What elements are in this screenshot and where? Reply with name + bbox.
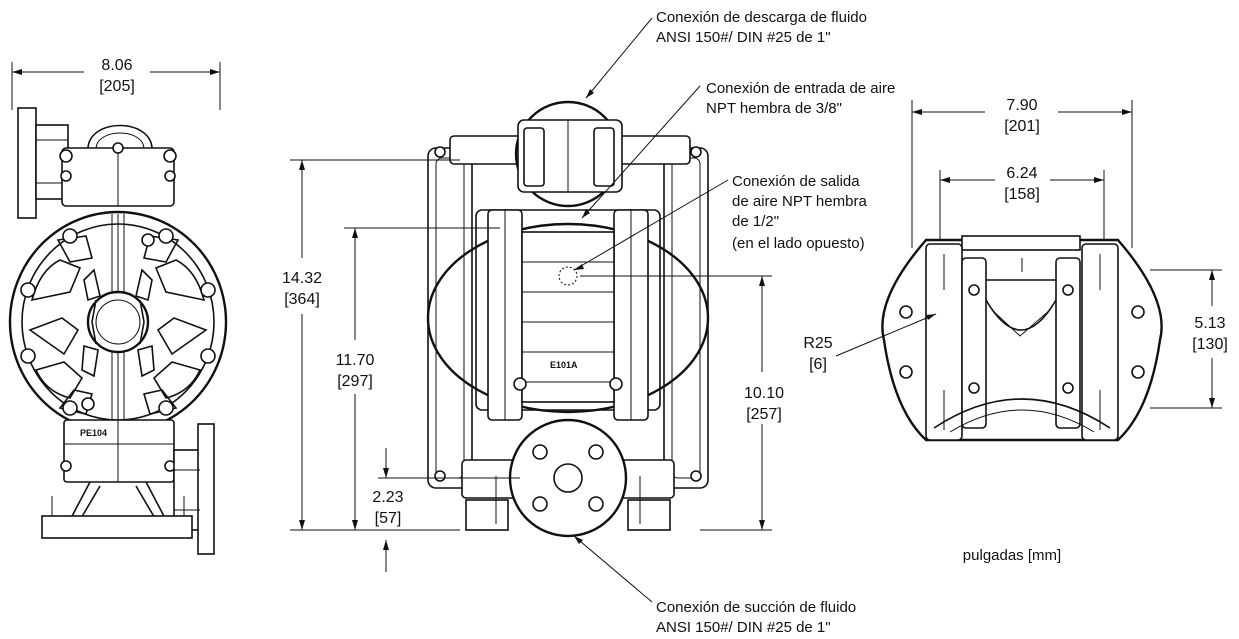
air-inlet-label-line1: Conexión de entrada de aire <box>706 80 895 97</box>
top-width-inch: 7.90 <box>1006 97 1037 114</box>
callout-discharge: Conexión de descarga de fluido ANSI 150#… <box>585 9 867 99</box>
callout-suction: Conexión de succión de fluido ANSI 150#/… <box>573 535 856 636</box>
top-bolts <box>899 284 1145 394</box>
suction-label-line2: ANSI 150#/ DIN #25 de 1" <box>656 619 831 636</box>
side-top-bolts <box>59 142 177 182</box>
dimension-overall-height: 14.32 [364] <box>282 159 460 531</box>
air-outlet-label-line2: de aire NPT hembra <box>732 193 867 210</box>
inner-height-inch: 11.70 <box>336 352 375 369</box>
dimension-side-width: 8.06 [205] <box>11 57 221 110</box>
side-view: 8.06 [205] <box>8 57 228 555</box>
dimension-inlet-height: 2.23 [57] <box>372 448 520 572</box>
side-top-flange <box>17 107 69 219</box>
outlet-height-inch: 10.10 <box>744 385 784 402</box>
dimension-top-width: 7.90 [201] <box>911 97 1133 248</box>
callout-air-outlet: Conexión de salida de aire NPT hembra de… <box>573 173 867 271</box>
air-outlet-label-line3: de 1/2" <box>732 213 779 230</box>
air-inlet-label-line2: NPT hembra de 3/8" <box>706 100 842 117</box>
top-width-mm: [201] <box>1004 118 1040 135</box>
radius-mm: [6] <box>809 356 827 373</box>
top-height-inch: 5.13 <box>1194 315 1225 332</box>
discharge-label-line2: ANSI 150#/ DIN #25 de 1" <box>656 29 831 46</box>
front-view: E101A 14.32 <box>282 100 784 572</box>
overall-height-mm: [364] <box>284 291 320 308</box>
side-stand <box>41 481 193 539</box>
side-perimeter-bolts <box>20 228 216 416</box>
top-view: 7.90 [201] 6.24 [158] <box>803 97 1227 564</box>
top-inner-width-inch: 6.24 <box>1006 165 1037 182</box>
air-outlet-label-line1: Conexión de salida <box>732 173 860 190</box>
outlet-height-mm: [257] <box>746 406 782 423</box>
air-outlet-label-line4: (en el lado opuesto) <box>732 235 865 252</box>
top-inner-width-mm: [158] <box>1004 186 1040 203</box>
dimension-outlet-height: 10.10 [257] <box>580 275 784 531</box>
suction-label-line1: Conexión de succión de fluido <box>656 599 856 616</box>
inlet-height-mm: [57] <box>375 510 402 527</box>
overall-height-inch: 14.32 <box>282 270 322 287</box>
units-note: pulgadas [mm] <box>963 547 1061 564</box>
side-center-hub <box>86 290 150 354</box>
side-width-inch: 8.06 <box>101 57 132 74</box>
inner-height-mm: [297] <box>337 373 373 390</box>
radius-inch: R25 <box>803 335 832 352</box>
inlet-height-inch: 2.23 <box>372 489 403 506</box>
dimension-top-height: 5.13 [130] <box>1150 269 1228 409</box>
dimension-radius: R25 [6] <box>803 313 937 373</box>
side-width-mm: [205] <box>99 78 135 95</box>
dimension-inner-height: 11.70 [297] <box>336 227 500 530</box>
discharge-label-line1: Conexión de descarga de fluido <box>656 9 867 26</box>
side-model-label: PE104 <box>80 428 107 438</box>
callout-air-inlet: Conexión de entrada de aire NPT hembra d… <box>581 80 895 219</box>
front-model-label: E101A <box>550 360 578 370</box>
top-height-mm: [130] <box>1192 336 1228 353</box>
